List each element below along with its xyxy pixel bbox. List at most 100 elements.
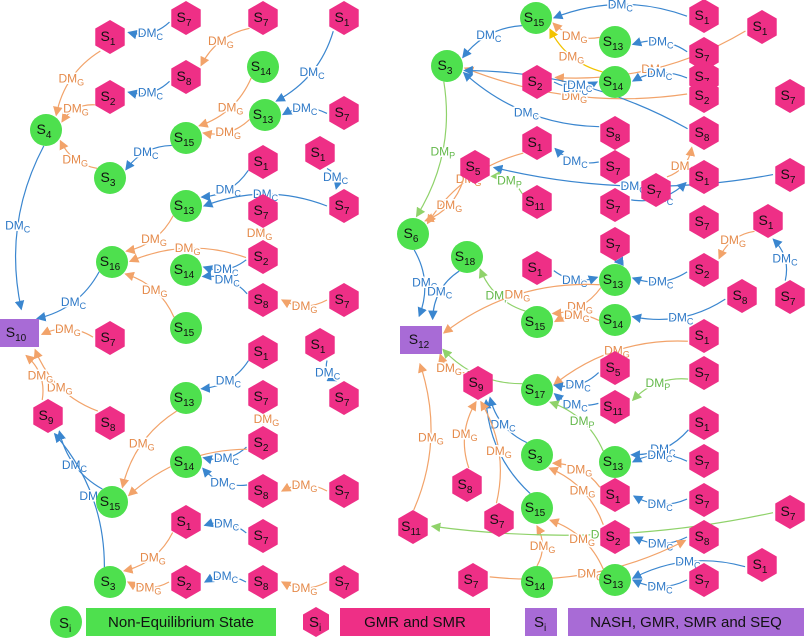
- transition-edge: [201, 270, 248, 295]
- node-label: S7: [606, 196, 621, 216]
- transition-edge: [203, 518, 247, 534]
- non-equilibrium-state-node: S14: [247, 51, 279, 83]
- gmr-smr-state-node: S8: [248, 283, 278, 317]
- node-label: S1: [753, 18, 768, 38]
- gmr-smr-state-node: S8: [689, 116, 719, 150]
- node-label: S9: [469, 374, 484, 394]
- edge-label: DMG: [567, 462, 593, 478]
- non-equilibrium-state-node: S15: [521, 492, 553, 524]
- node-label: S1: [753, 556, 768, 576]
- gmr-smr-state-node: S7: [775, 158, 805, 192]
- edge-label: DMG: [530, 539, 556, 555]
- node-label: S5: [466, 158, 481, 178]
- node-label: S14: [251, 58, 272, 78]
- gmr-smr-state-node: S7: [248, 1, 278, 35]
- node-label: S7: [695, 452, 710, 472]
- node-label: S2: [695, 87, 710, 107]
- transition-edge: [553, 393, 599, 406]
- edge-label: DMG: [142, 283, 168, 299]
- node-label: S3: [438, 57, 453, 77]
- transition-edge: [551, 287, 602, 318]
- transition-edge: [326, 167, 343, 190]
- transition-edge: [202, 193, 328, 208]
- node-label: S7: [101, 329, 116, 349]
- gmr-smr-state-node: S8: [248, 565, 278, 599]
- gmr-smr-state-node: S7: [248, 519, 278, 553]
- gmr-smr-state-node: S11: [600, 390, 630, 424]
- edge-label: DMG: [561, 89, 587, 105]
- node-label: S2: [606, 528, 621, 548]
- edge-label: DMC: [647, 448, 673, 464]
- transition-edge: [442, 283, 600, 334]
- edge-label: DMG: [567, 299, 593, 315]
- transition-edge: [631, 72, 688, 82]
- transition-edge: [548, 466, 604, 525]
- edge-label: DMG: [63, 101, 89, 117]
- transition-edge: [552, 3, 688, 20]
- transition-edge: [553, 340, 688, 386]
- node-label: S13: [174, 389, 195, 409]
- transition-edge: [462, 71, 600, 128]
- edge-label: DMC: [427, 285, 453, 301]
- edge-label: DMG: [47, 380, 73, 396]
- non-equilibrium-state-node: S6: [397, 218, 429, 250]
- node-label: S1: [695, 168, 710, 188]
- edge-label: DMP: [486, 288, 511, 304]
- node-label: S8: [695, 124, 710, 144]
- transition-edge: [415, 81, 448, 218]
- edge-label: DMG: [136, 581, 162, 597]
- gmr-smr-state-node: S1: [600, 478, 630, 512]
- node-label: S8: [177, 68, 192, 88]
- edge-label: DMC: [648, 275, 674, 291]
- node-label: S7: [177, 9, 192, 29]
- transition-edge: [126, 581, 170, 591]
- legend-item-nash: Si NASH, GMR, SMR and SEQ: [525, 608, 804, 636]
- transition-edge: [536, 524, 546, 567]
- gmr-smr-state-node: S7: [329, 96, 359, 130]
- node-label: S8: [733, 287, 748, 307]
- node-label: S3: [101, 169, 116, 189]
- transition-edge: [553, 372, 600, 392]
- non-equilibrium-state-node: S14: [170, 254, 202, 286]
- edge-label: DMC: [650, 442, 676, 458]
- gmr-smr-state-node: S2: [171, 565, 201, 599]
- node-label: S2: [101, 88, 116, 108]
- gmr-smr-state-node: S7: [600, 188, 630, 222]
- transition-edge: [202, 259, 247, 275]
- edge-label: DMG: [141, 232, 167, 248]
- edge-label: DMG: [570, 484, 596, 500]
- transition-edge: [631, 560, 746, 579]
- transition-edge: [280, 482, 328, 492]
- non-equilibrium-state-node: S15: [520, 2, 552, 34]
- node-label: S4: [37, 121, 52, 141]
- edge-label: DMG: [562, 29, 588, 45]
- transition-edge: [262, 413, 273, 425]
- node-label: S14: [525, 573, 546, 593]
- node-label: S18: [455, 248, 476, 268]
- node-label: S6: [404, 225, 419, 245]
- transition-edge: [280, 299, 328, 309]
- edge-label: DMG: [569, 532, 595, 548]
- non-equilibrium-state-node: S4: [30, 114, 62, 146]
- gmr-smr-state-node: S9: [463, 366, 493, 400]
- edge-label: DMC: [138, 26, 164, 42]
- gmr-smr-state-node: S1: [747, 10, 777, 44]
- edge-label: DMG: [247, 226, 273, 242]
- edge-label: DMG: [140, 550, 166, 566]
- transition-edge: [462, 24, 522, 59]
- gmr-smr-state-node: S8: [727, 279, 757, 313]
- legend-symbol-2: Si: [309, 614, 321, 634]
- node-label: S15: [524, 9, 545, 29]
- node-label: S13: [603, 33, 624, 53]
- node-label: S2: [254, 248, 269, 268]
- gmr-smr-state-node: S1: [95, 20, 125, 54]
- transition-edge: [554, 30, 746, 83]
- node-label: S7: [695, 213, 710, 233]
- gmr-smr-state-node: S2: [95, 80, 125, 114]
- edge-label: DMC: [214, 451, 240, 467]
- edge-label: DMC: [315, 365, 341, 381]
- node-label: S8: [254, 482, 269, 502]
- gmr-smr-state-node: S7: [329, 565, 359, 599]
- edge-label: DMP: [430, 145, 455, 161]
